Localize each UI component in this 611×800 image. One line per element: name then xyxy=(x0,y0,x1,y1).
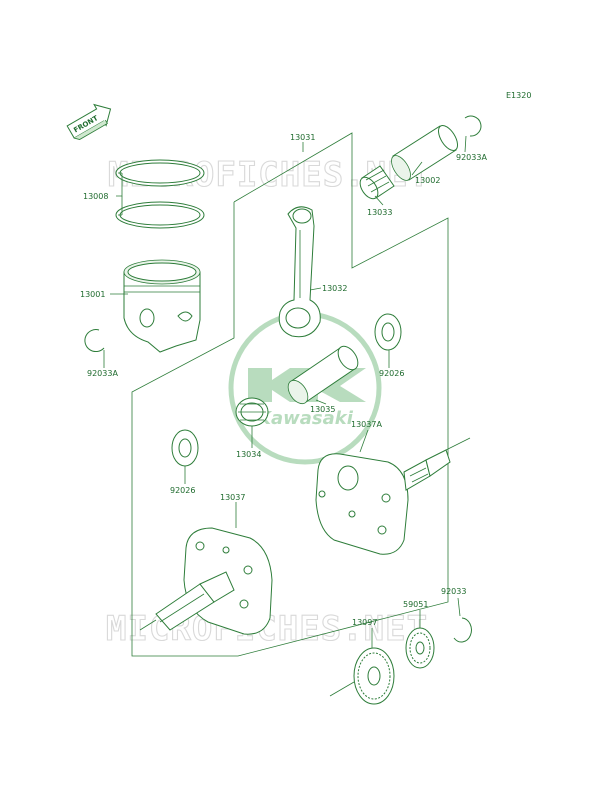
part-labels: 13031 13008 13002 92033A 13033 13001 130… xyxy=(80,133,487,627)
label-13037a: 13037A xyxy=(351,420,382,429)
thrust-washer-right xyxy=(374,313,402,351)
label-13035: 13035 xyxy=(310,405,335,414)
label-92033a-top: 92033A xyxy=(456,153,487,162)
label-13037: 13037 xyxy=(220,493,245,502)
leader-lines xyxy=(103,135,467,648)
assembly-outline xyxy=(131,132,449,657)
label-13001: 13001 xyxy=(80,290,105,299)
label-92033: 92033 xyxy=(441,587,466,596)
circlip-left xyxy=(84,329,105,353)
label-92033a-left: 92033A xyxy=(87,369,118,378)
crank-pin xyxy=(287,345,359,405)
thrust-washer-left xyxy=(171,429,199,467)
needle-bearing-top xyxy=(359,165,395,200)
label-92026-left: 92026 xyxy=(170,486,195,495)
logo-text: Kawasaki xyxy=(257,408,354,429)
label-13032: 13032 xyxy=(322,284,347,293)
piston-pin xyxy=(391,125,459,181)
circlip-top xyxy=(464,115,482,137)
piston-rings xyxy=(115,159,205,229)
label-13002: 13002 xyxy=(415,176,440,185)
crankshaft-right xyxy=(315,437,471,555)
label-59051: 59051 xyxy=(403,600,428,609)
connecting-rod xyxy=(278,206,321,338)
diagram-code: E1320 xyxy=(506,91,531,100)
piston xyxy=(123,259,201,353)
label-13008: 13008 xyxy=(83,192,108,201)
label-13031: 13031 xyxy=(290,133,315,142)
needle-bearing-bottom xyxy=(235,397,269,427)
label-13034: 13034 xyxy=(236,450,261,459)
label-13033: 13033 xyxy=(367,208,392,217)
label-13097: 13097 xyxy=(352,618,377,627)
crank-gear xyxy=(329,647,395,705)
crankshaft-left xyxy=(139,527,273,635)
circlip-right xyxy=(453,617,472,643)
pinion-gear xyxy=(405,627,435,669)
front-arrow-icon: FRONT xyxy=(66,103,112,140)
label-92026-right: 92026 xyxy=(379,369,404,378)
